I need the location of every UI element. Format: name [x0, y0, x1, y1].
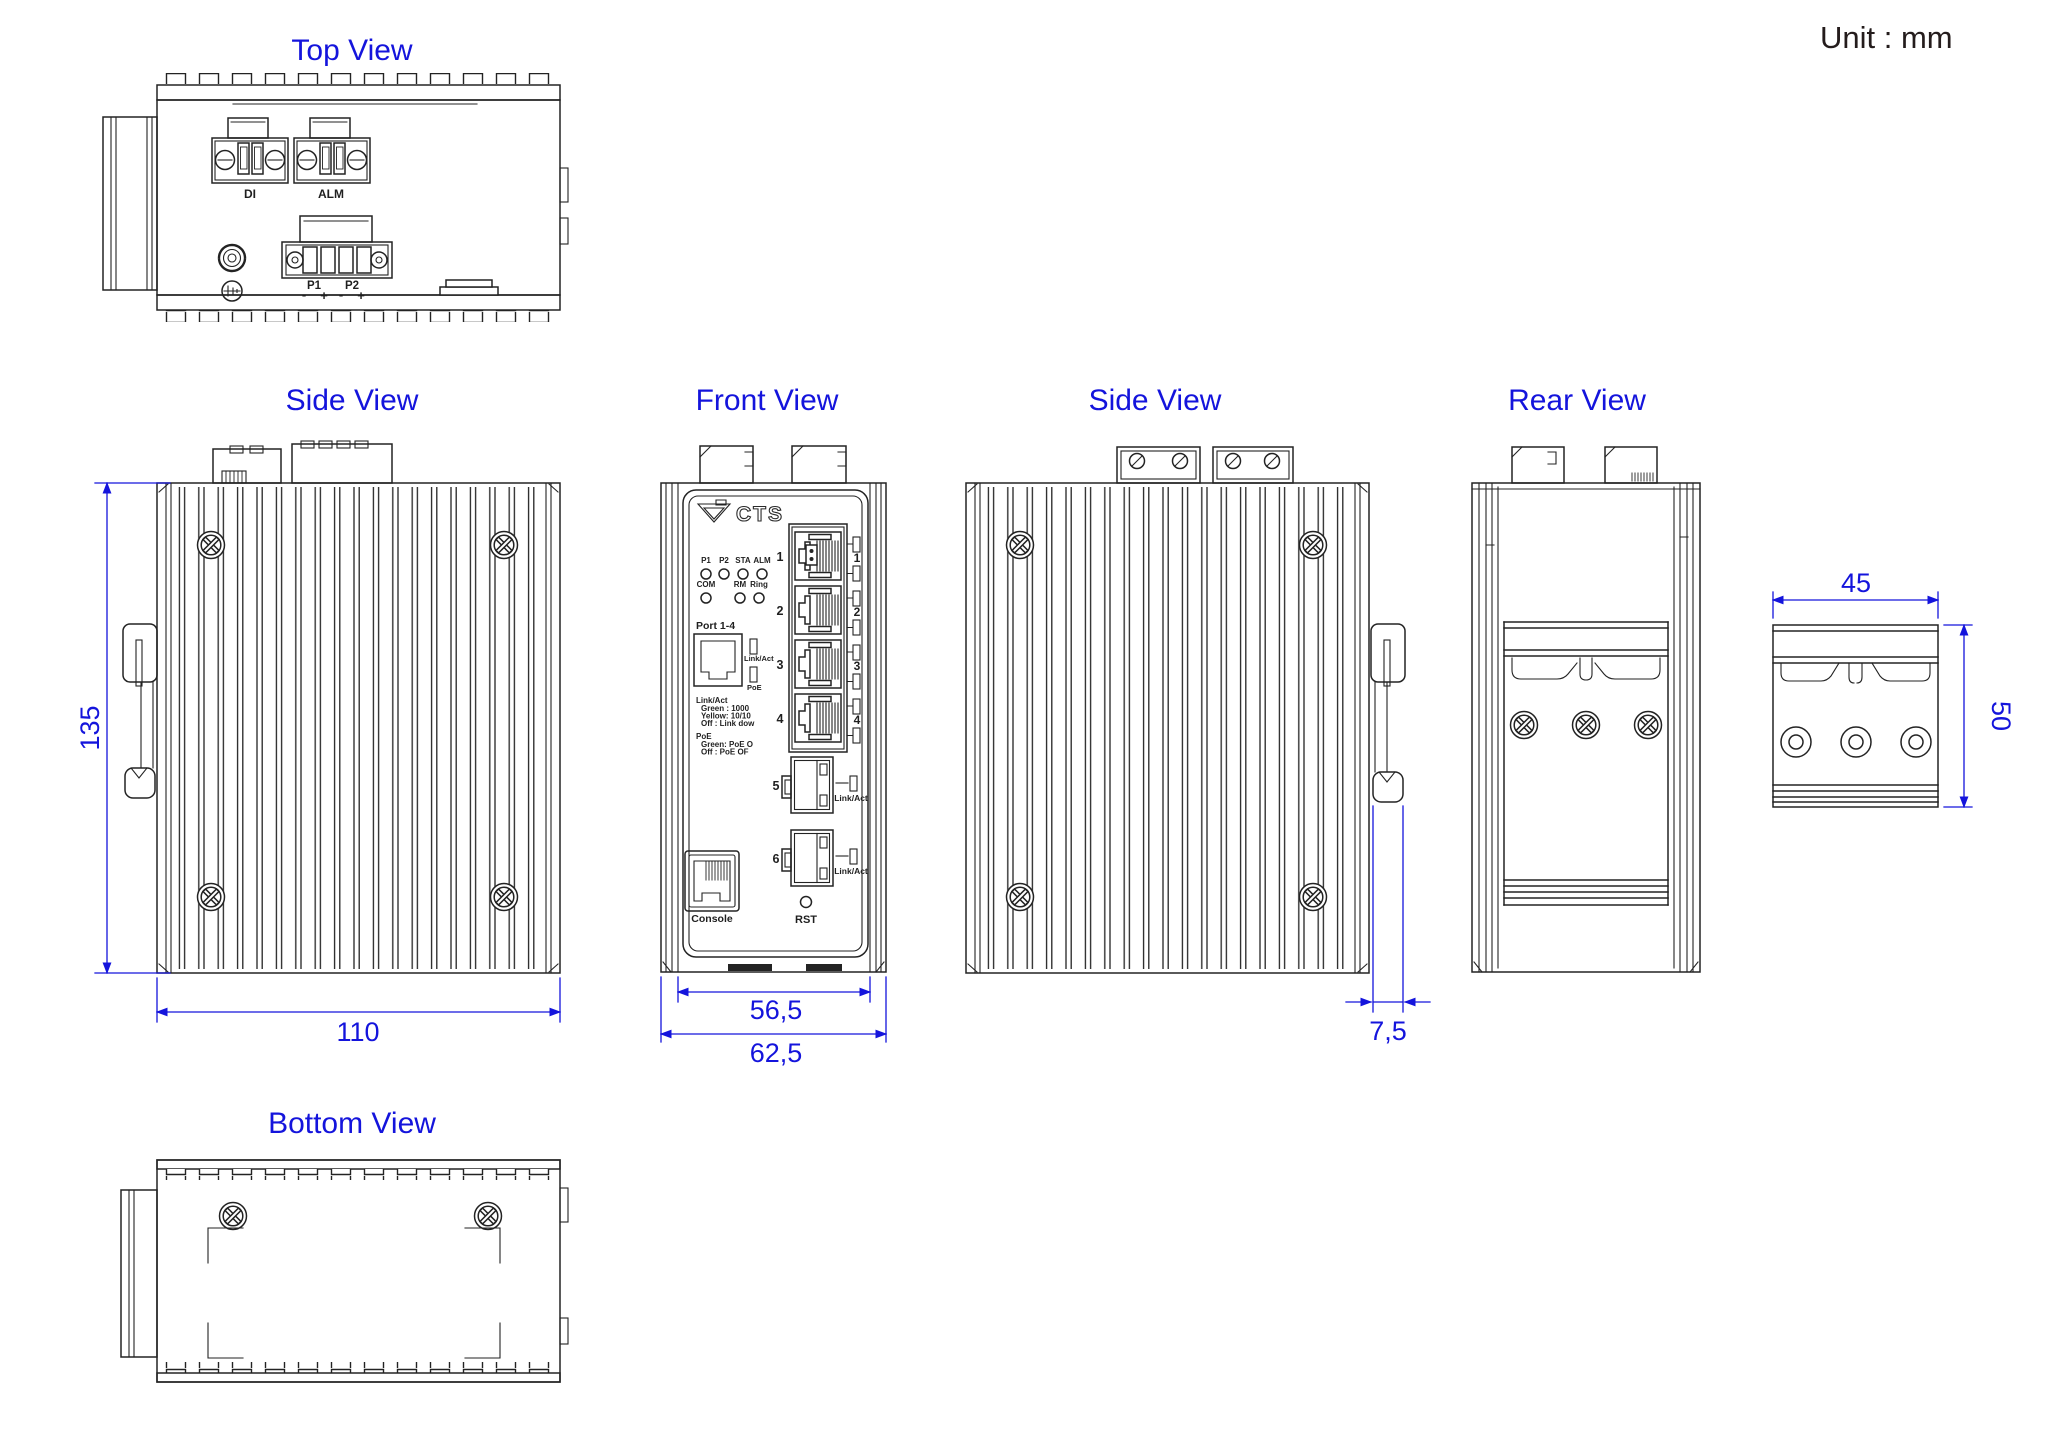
status-leds: P1 P2 STA ALM COM RM Ring [697, 556, 771, 604]
alm-label: ALM [318, 187, 344, 201]
alm-terminal [293, 117, 371, 184]
dim-75-lines [1345, 805, 1431, 1013]
led-label-com: COM [697, 580, 716, 589]
rj45-port-1 [794, 531, 842, 581]
legend-poe: PoE Green: PoE O Off : PoE OF [696, 732, 753, 757]
legend-linkact: Link/Act Green : 1000 Yellow: 10/10 Off … [696, 696, 755, 728]
console-label: Console [691, 913, 733, 925]
side-view-left: Side View 135 [75, 384, 562, 1047]
rj45-port-4 [794, 693, 842, 743]
sfp-port-5: 5 Link/Act [773, 756, 868, 814]
unit-label: Unit : mm [1820, 20, 1953, 55]
led-label-alm: ALM [753, 556, 771, 565]
p2-minus: - [339, 287, 343, 302]
sfp5-num: 5 [773, 779, 780, 793]
din-bracket-detail: 45 50 [1771, 568, 2016, 809]
dim-135-lines [94, 481, 171, 975]
port-num-left-1: 1 [777, 550, 784, 564]
dim-565-lines [676, 976, 872, 1003]
dim-625-value: 62,5 [750, 1038, 803, 1068]
sfp5-led-label: Link/Act [834, 793, 868, 803]
port-num-left-3: 3 [777, 658, 784, 672]
dim-45-value: 45 [1841, 568, 1871, 598]
dim-75-value: 7,5 [1369, 1016, 1407, 1046]
port-group-label: Port 1-4 [696, 620, 735, 632]
dim-110-value: 110 [336, 1017, 379, 1047]
rear-view-title: Rear View [1508, 384, 1646, 417]
front-view: Front View CTS P1 P2 STA ALM COM [659, 384, 888, 1068]
bottom-view-title: Bottom View [268, 1107, 436, 1140]
led-label-ring: Ring [750, 580, 768, 589]
p1-minus: - [302, 287, 306, 302]
port-num-right-4: 4 [854, 713, 861, 727]
rj45-pictogram [693, 633, 743, 687]
p1-plus: + [320, 288, 328, 303]
svg-text:Green: PoE O: Green: PoE O [701, 740, 753, 749]
svg-text:Green : 1000: Green : 1000 [701, 704, 750, 713]
ground-screw-icon [217, 243, 247, 273]
p2-label: P2 [345, 280, 359, 292]
port-num-right-2: 2 [854, 605, 861, 619]
dim-50-lines [1943, 623, 1973, 809]
rj45-port-2 [794, 585, 842, 635]
port-num-left-2: 2 [777, 604, 784, 618]
rst-label: RST [795, 914, 817, 926]
svg-text:Off : Link dow: Off : Link dow [701, 719, 755, 728]
led-label-p2: P2 [719, 556, 729, 565]
screw-icon [1509, 710, 1539, 740]
power-terminal [281, 215, 393, 279]
side-view-right: Side View 7,5 [966, 384, 1431, 1046]
side-view-left-title: Side View [286, 384, 419, 417]
dim-565-value: 56,5 [750, 995, 803, 1025]
dim-625-lines [659, 976, 888, 1043]
rj45-port-stack: 1 2 3 4 1 2 3 4 [777, 523, 861, 753]
dim-110-lines [155, 977, 562, 1023]
brand-text: CTS [736, 503, 784, 526]
rj45-port-3 [794, 639, 842, 689]
led-label-p1: P1 [701, 556, 711, 565]
sfp6-num: 6 [773, 852, 780, 866]
port-num-right-3: 3 [854, 659, 861, 673]
sfp-port-6: 6 Link/Act [773, 829, 868, 887]
svg-text:Link/Act: Link/Act [696, 696, 728, 705]
p1-label: P1 [307, 280, 322, 292]
port-num-left-4: 4 [777, 712, 784, 726]
svg-text:Off : PoE OF: Off : PoE OF [701, 748, 749, 757]
port-num-right-1: 1 [854, 551, 861, 565]
ind1-label: Link/Act [744, 654, 774, 663]
front-view-title: Front View [696, 384, 839, 417]
screw-icon [473, 1201, 503, 1231]
top-view-title: Top View [291, 34, 413, 67]
screw-icon [1571, 710, 1601, 740]
dim-45-lines [1771, 591, 1940, 619]
top-view: Top View DI ALM [102, 34, 569, 322]
svg-text:PoE: PoE [696, 732, 712, 741]
dim-50-value: 50 [1986, 701, 2016, 731]
mount-hole [1840, 726, 1872, 758]
led-label-sta: STA [735, 556, 751, 565]
p2-plus: + [357, 288, 365, 303]
ind2-label: PoE [747, 683, 762, 692]
din-bracket-rear [1503, 621, 1669, 906]
side-view-right-title: Side View [1089, 384, 1222, 417]
din-clip-left [122, 623, 158, 799]
bottom-view: Bottom View [120, 1107, 569, 1383]
mount-hole [1900, 726, 1932, 758]
mount-hole [1780, 726, 1812, 758]
dim-135-value: 135 [75, 705, 105, 750]
svg-text:Yellow: 10/10: Yellow: 10/10 [701, 712, 751, 721]
din-clip-right [1370, 623, 1406, 803]
rear-view: Rear View [1471, 384, 1701, 973]
di-label: DI [244, 187, 256, 201]
screw-icon [218, 1201, 248, 1231]
screw-icon [1633, 710, 1663, 740]
console-port: Console [684, 850, 740, 925]
reset-button: RST [795, 895, 817, 926]
sfp6-led-label: Link/Act [834, 866, 868, 876]
earth-symbol-icon [221, 280, 243, 302]
led-label-rm: RM [734, 580, 747, 589]
cts-logo: CTS [696, 499, 784, 527]
di-terminal [211, 117, 289, 184]
